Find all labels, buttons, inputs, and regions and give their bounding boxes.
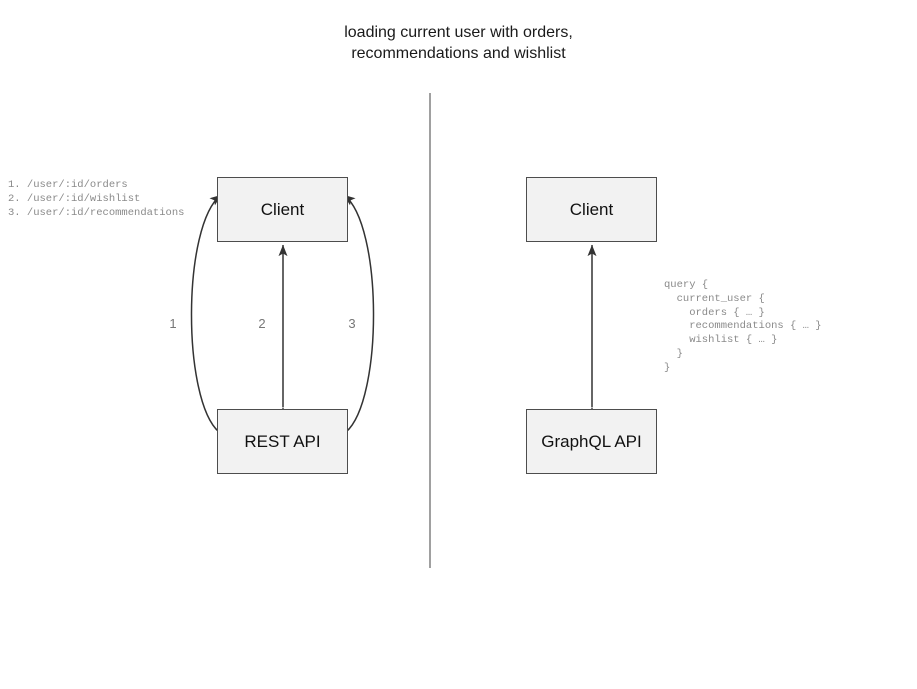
node-graphql-api[interactable]: GraphQL API	[526, 409, 657, 474]
node-client-rest[interactable]: Client	[217, 177, 348, 242]
rest-endpoint-list: 1. /user/:id/orders 2. /user/:id/wishlis…	[8, 179, 185, 219]
node-rest-api[interactable]: REST API	[217, 409, 348, 474]
edge-1-curve-left	[190, 194, 231, 443]
page-title: loading current user with orders, recomm…	[344, 24, 573, 62]
edge-label-1: 1	[169, 316, 177, 331]
node-graphql-api-label: GraphQL API	[541, 431, 642, 451]
edge-label-2: 2	[258, 316, 266, 331]
node-client-rest-label: Client	[260, 199, 305, 219]
node-rest-api-label: REST API	[244, 431, 321, 451]
edge-3-curve-right	[334, 194, 375, 443]
node-client-graphql[interactable]: Client	[526, 177, 657, 242]
node-client-graphql-label: Client	[569, 199, 614, 219]
graphql-query-snippet: query { current_user { orders { … } reco…	[664, 279, 822, 374]
edge-label-3: 3	[348, 316, 356, 331]
